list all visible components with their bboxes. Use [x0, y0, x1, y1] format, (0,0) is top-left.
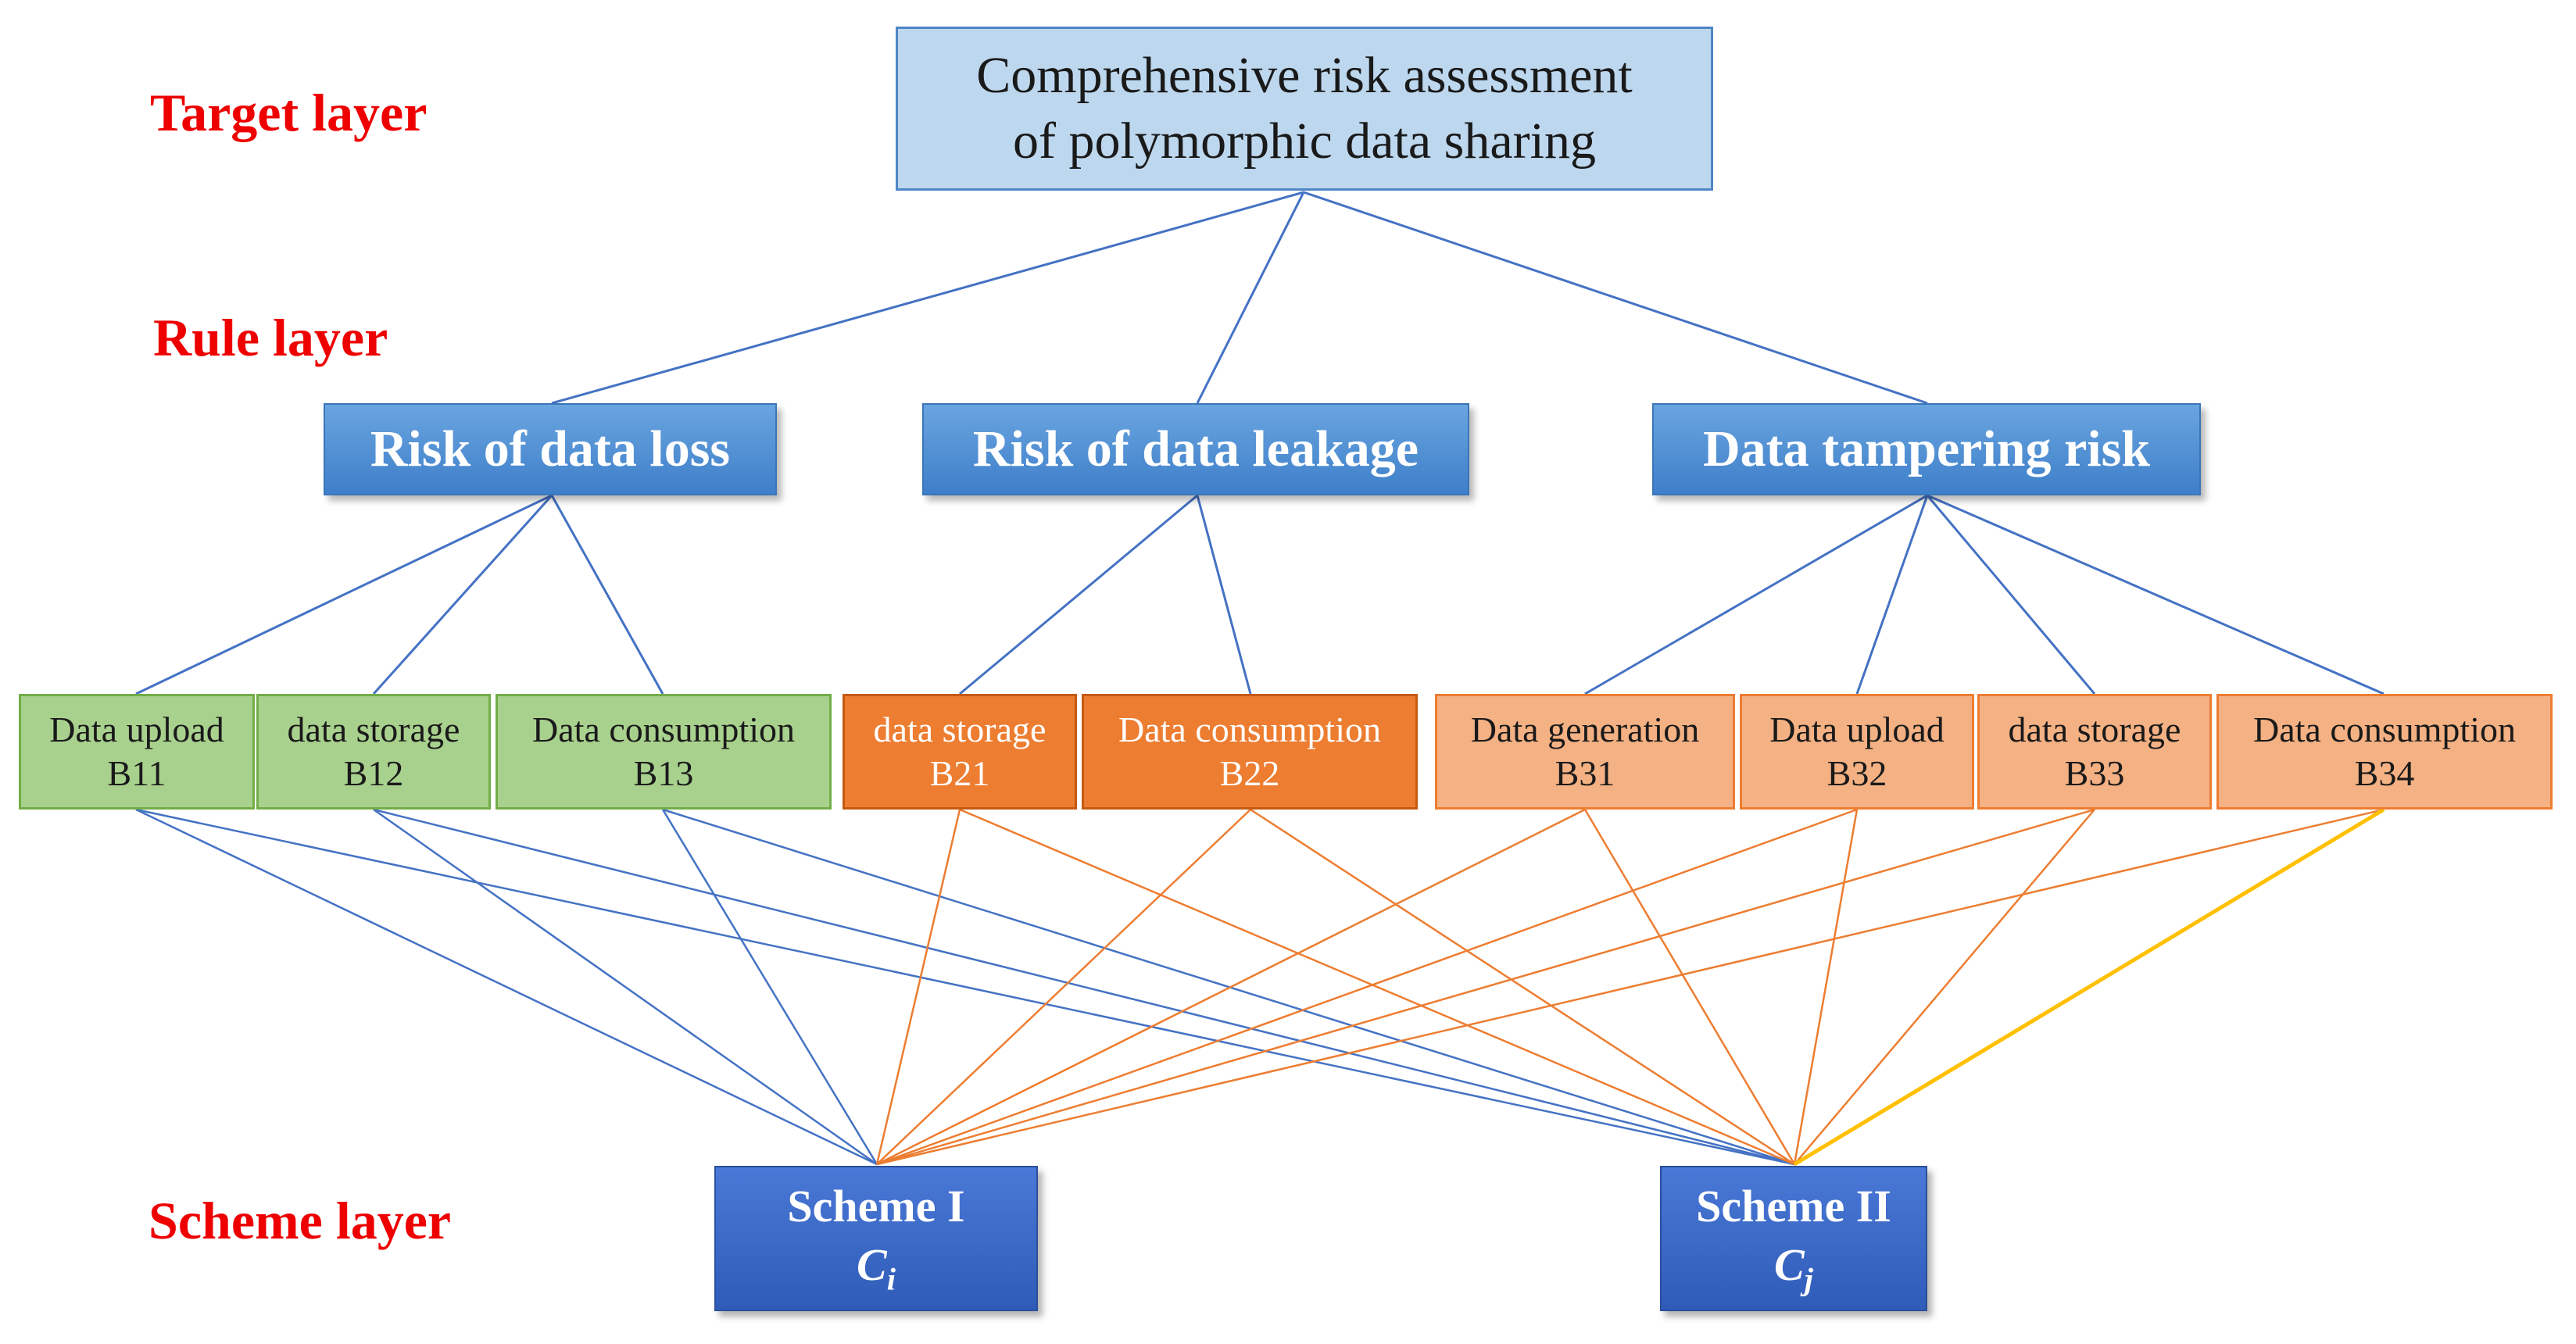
rule-indicator-link — [135, 494, 553, 695]
rule-indicator-link — [372, 494, 553, 695]
indicator-scheme-link — [135, 808, 878, 1166]
indicator-scheme-link — [876, 808, 2095, 1166]
rule-node-data-loss: Risk of data loss — [324, 403, 777, 495]
rule-layer-label: Rule layer — [153, 308, 388, 367]
rule-label: Risk of data leakage — [972, 420, 1419, 477]
indicator-code: B32 — [1826, 753, 1887, 793]
target-rule-link — [1303, 191, 1928, 405]
indicator-scheme-link — [876, 809, 1251, 1165]
indicator-scheme-link — [876, 808, 1586, 1166]
indicator-scheme-link — [135, 808, 1795, 1166]
indicator-scheme-link — [1793, 809, 1859, 1165]
indicator-scheme-link — [373, 808, 1795, 1166]
scheme-layer-label: Scheme layer — [148, 1191, 452, 1250]
scheme-title: Scheme II — [1696, 1180, 1891, 1231]
indicator-scheme-link — [876, 808, 2385, 1166]
indicator-scheme-link — [373, 808, 878, 1166]
indicator-b34: Data consumption B34 — [2216, 694, 2553, 810]
scheme-title: Scheme I — [787, 1180, 965, 1231]
indicator-b31: Data generation B31 — [1435, 694, 1735, 810]
indicator-name: Data consumption — [2253, 709, 2516, 749]
indicator-name: Data upload — [49, 709, 224, 749]
rule-indicator-link — [1196, 495, 1252, 695]
indicator-scheme-link — [661, 809, 878, 1165]
indicator-scheme-link — [959, 808, 1795, 1166]
scheme-ii-node: Scheme II Cj — [1660, 1166, 1927, 1311]
indicator-b11: Data upload B11 — [19, 694, 255, 810]
indicator-code: B12 — [343, 753, 404, 793]
indicator-scheme-link — [1583, 809, 1796, 1165]
target-rule-link — [551, 191, 1304, 405]
scheme-i-node: Scheme I Ci — [714, 1166, 1038, 1311]
indicator-code: B11 — [107, 753, 166, 793]
rule-indicator-link — [550, 495, 664, 695]
indicator-code: B13 — [633, 753, 694, 793]
target-line-1: Comprehensive risk assessment — [976, 46, 1633, 104]
target-line-2: of polymorphic data sharing — [1013, 113, 1596, 170]
scheme-symbol: Cj — [1774, 1239, 1813, 1297]
indicator-b22: Data consumption B22 — [1082, 694, 1418, 810]
target-node: Comprehensive risk assessment of polymor… — [896, 27, 1713, 191]
rule-indicator-link — [1926, 495, 2096, 695]
indicator-scheme-link — [875, 809, 961, 1165]
indicator-name: Data consumption — [532, 709, 795, 749]
target-rule-link — [1196, 191, 1305, 404]
indicator-scheme-link — [1794, 809, 2095, 1165]
indicator-b12: data storage B12 — [256, 694, 491, 810]
rule-indicator-link — [1584, 494, 1928, 695]
scheme-symbol: Ci — [857, 1239, 896, 1297]
indicator-b21: data storage B21 — [843, 694, 1077, 810]
indicator-name: data storage — [2008, 709, 2181, 749]
indicator-name: data storage — [873, 709, 1046, 749]
rule-label: Data tampering risk — [1703, 420, 2150, 477]
rule-node-data-leakage: Risk of data leakage — [922, 403, 1469, 495]
indicator-b13: Data consumption B13 — [496, 694, 832, 810]
indicator-name: Data upload — [1769, 709, 1945, 749]
rule-node-data-tampering: Data tampering risk — [1652, 403, 2201, 495]
rule-label: Risk of data loss — [370, 420, 731, 477]
indicator-name: Data consumption — [1118, 709, 1381, 749]
indicator-name: Data generation — [1470, 709, 1700, 749]
indicator-code: B34 — [2354, 753, 2415, 793]
indicator-code: B31 — [1555, 753, 1615, 793]
indicator-b32: Data upload B32 — [1740, 694, 1974, 810]
indicator-name: data storage — [287, 709, 460, 749]
indicator-code: B22 — [1219, 753, 1280, 793]
indicator-scheme-link — [1793, 807, 2385, 1167]
indicator-scheme-link — [876, 808, 1858, 1166]
indicator-code: B33 — [2064, 753, 2125, 793]
target-layer-label: Target layer — [150, 83, 428, 142]
indicator-scheme-link — [1250, 808, 1795, 1166]
rule-indicator-link — [959, 494, 1198, 695]
indicator-code: B21 — [929, 753, 990, 793]
rule-indicator-link — [1927, 494, 2385, 695]
indicator-b33: data storage B33 — [1977, 694, 2212, 810]
indicator-scheme-link — [662, 808, 1795, 1166]
rule-indicator-link — [1855, 495, 1929, 695]
